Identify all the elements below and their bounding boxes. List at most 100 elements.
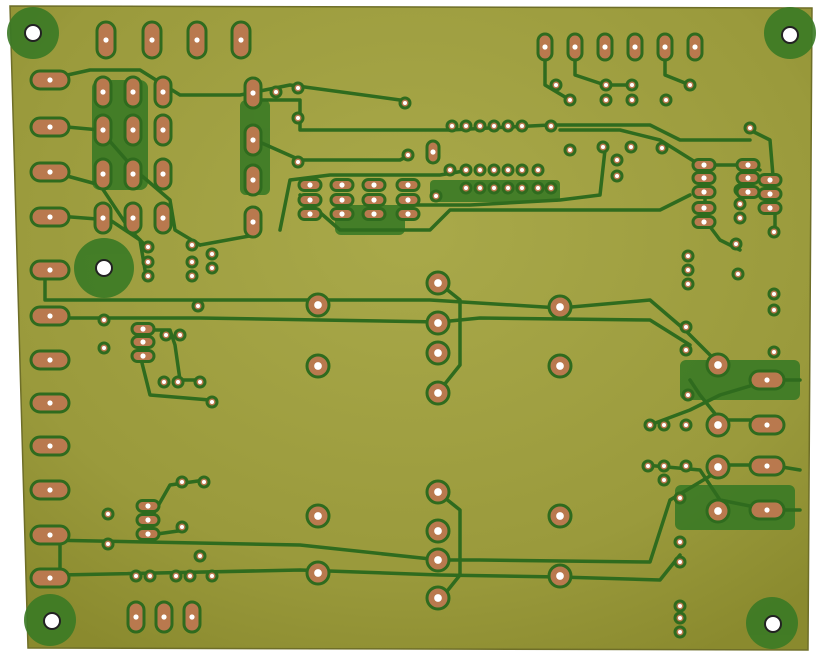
small-pad-29-hole [767,205,773,211]
top-right-pad-4-hole [632,44,638,50]
via-98-hole [772,230,776,234]
via-99-hole [734,242,738,246]
via-78-hole [148,574,152,578]
pad-group [29,20,786,639]
small-pad-6-hole [339,211,345,217]
via-34-hole [506,168,510,172]
via-91-hole [688,83,692,87]
small-pad-28-hole [767,191,773,197]
small-pad-3-hole [307,211,313,217]
via-44-hole [196,304,200,308]
small-pad-9-hole [371,211,377,217]
via-25-hole [629,145,633,149]
via-26-hole [615,174,619,178]
small-pad-14-hole [140,339,146,345]
via-76-hole [198,554,202,558]
small-pad-27-hole [767,177,773,183]
via-64-hole [662,423,666,427]
right-connector-pad-3-hole [764,463,770,469]
left-connector-pad-2-hole [47,124,53,130]
via-71-hole [180,480,184,484]
via-6-hole [190,274,194,278]
via-80-hole [188,574,192,578]
via-59-hole [684,325,688,329]
bottom-pad-1-hole [133,614,139,620]
via-75-hole [180,525,184,529]
mounting-hole-top-left [24,24,42,42]
small-pad-25-hole [745,175,751,181]
small-pad-13-hole [140,326,146,332]
trace-bus-bottom-2 [43,468,722,564]
top-right-pad-2-hole [572,44,578,50]
small-pad-21-hole [701,189,707,195]
power-pad-11-hole [556,512,564,520]
small-pad-20-hole [701,175,707,181]
mounting-hole-group [24,24,799,633]
via-47-hole [164,333,168,337]
small-pad-24-hole [745,162,751,168]
left-connector-pad-10-hole [47,487,53,493]
col-c-pad-1-hole [160,89,166,95]
mid-col-pad-1-hole [250,90,256,96]
power-pad-13-hole [434,488,442,496]
col-c-pad-3-hole [160,171,166,177]
via-41-hole [520,186,524,190]
col-b-pad-3-hole [130,171,136,177]
via-16-hole [464,124,468,128]
col-b-pad-1-hole [130,89,136,95]
trace-upper-mid-5 [298,193,692,232]
small-pad-11-hole [405,197,411,203]
via-40-hole [506,186,510,190]
bottom-pad-2-hole [161,614,167,620]
via-60-hole [684,348,688,352]
top-right-pad-1-hole [542,44,548,50]
col-c-pad-2-hole [160,127,166,133]
via-54-hole [686,268,690,272]
mounting-hole-left-mid [95,259,113,277]
right-connector-pad-2-hole [764,422,770,428]
via-4-hole [190,243,194,247]
power-pad-2-hole [314,362,322,370]
via-33-hole [492,168,496,172]
power-pad-14-hole [434,527,442,535]
via-2-hole [146,260,150,264]
top-right-pad-5-hole [662,44,668,50]
small-pad-5-hole [339,197,345,203]
via-35-hole [520,168,524,172]
col-c-pad-4-hole [160,215,166,221]
power-pad-16-hole [434,594,442,602]
via-61-hole [772,350,776,354]
via-48-hole [178,333,182,337]
via-84-hole [678,604,682,608]
via-1-hole [146,245,150,249]
left-connector-pad-5-hole [47,267,53,273]
col-a-pad-2-hole [100,127,106,133]
col-a-pad-4-hole [100,215,106,221]
power-pad-6-hole [434,319,442,327]
via-87-hole [568,98,572,102]
top-right-pad-6-hole [692,44,698,50]
via-70-hole [678,496,682,500]
power-pad-19-hole [714,463,722,471]
trace-left-1 [43,68,402,102]
via-89-hole [630,98,634,102]
via-11-hole [296,116,300,120]
via-21-hole [549,124,553,128]
mid-col-pad-2-hole [250,137,256,143]
via-14-hole [406,153,410,157]
via-5-hole [190,260,194,264]
via-69-hole [662,478,666,482]
mounting-hole-bottom-left [43,612,61,630]
small-pad-17-hole [145,517,151,523]
via-88-hole [604,98,608,102]
via-49-hole [162,380,166,384]
trace-bus-top [43,268,722,367]
via-86-hole [678,630,682,634]
trace-upper-mid-6 [408,148,607,207]
via-8-hole [210,266,214,270]
left-connector-pad-3-hole [47,169,53,175]
via-52-hole [210,400,214,404]
via-12-hole [296,160,300,164]
via-45-hole [102,318,106,322]
via-51-hole [198,380,202,384]
